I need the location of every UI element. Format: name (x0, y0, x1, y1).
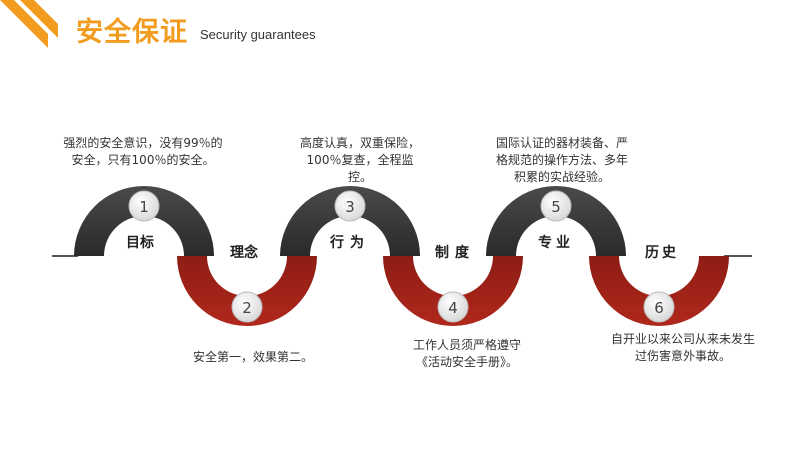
page-title: 安全保证 (76, 17, 188, 48)
step-6-description: 自开业以来公司从来未发生过伤害意外事故。 (610, 332, 755, 363)
step-5-description: 国际认证的器材装备、严格规范的操作方法、多年积累的实战经验。 (496, 136, 629, 184)
svg-text:4: 4 (448, 299, 458, 317)
step-1-number-badge: 1 (128, 190, 160, 222)
step-4-description: 工作人员须严格遵守《活动安全手册》。 (412, 338, 521, 369)
arch-segment-6 (589, 256, 729, 326)
step-4-label: 制度 (435, 244, 475, 261)
step-5-number-badge: 5 (540, 190, 572, 222)
step-2-label: 理念 (230, 244, 259, 261)
arch-segment-3 (280, 186, 420, 256)
svg-text:1: 1 (139, 198, 149, 216)
step-6-number-badge: 6 (643, 291, 675, 323)
step-4-number-badge: 4 (437, 291, 469, 323)
svg-text:3: 3 (345, 198, 355, 216)
svg-text:2: 2 (242, 299, 252, 317)
arch-segment-1 (74, 186, 214, 256)
step-1-description: 强烈的安全意识，没有99％的安全，只有100％的安全。 (63, 136, 223, 167)
arch-segment-5 (486, 186, 626, 256)
step-3-number-badge: 3 (334, 190, 366, 222)
step-1-label: 目标 (126, 234, 154, 251)
step-2-number-badge: 2 (231, 291, 263, 323)
svg-text:5: 5 (551, 198, 561, 216)
step-3-description: 高度认真，双重保险，100％复查，全程监控。 (299, 136, 420, 184)
step-2-description: 安全第一，效果第二。 (192, 350, 313, 364)
svg-text:6: 6 (654, 299, 664, 317)
step-6-label: 历史 (645, 245, 679, 261)
arch-segment-4 (383, 256, 523, 326)
step-3-label: 行为 (329, 234, 370, 251)
corner-stripes-decoration (0, 0, 58, 48)
page-subtitle: Security guarantees (200, 27, 316, 42)
step-5-label: 专业 (538, 234, 574, 251)
arch-segment-2 (177, 256, 317, 326)
